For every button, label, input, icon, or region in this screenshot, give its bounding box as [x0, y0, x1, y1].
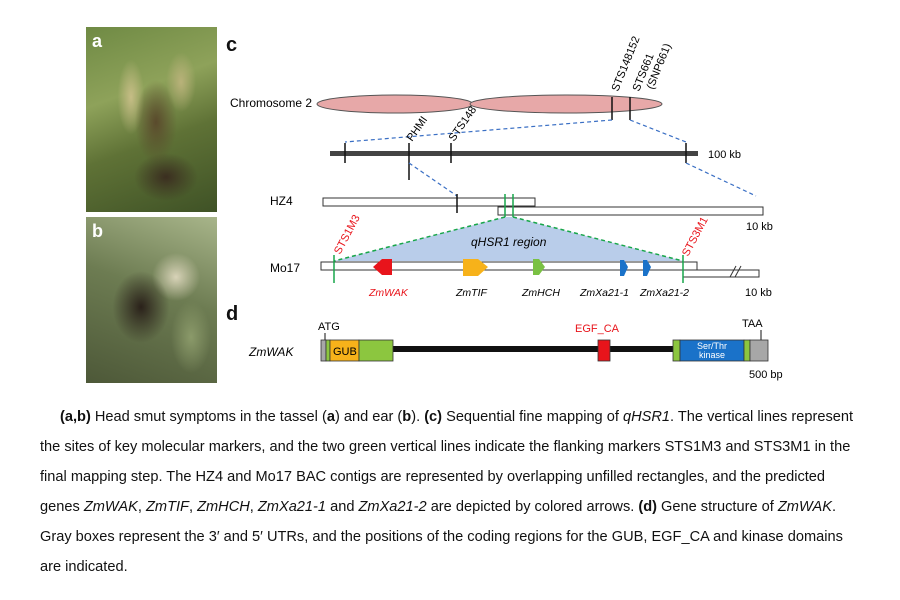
- egf-domain-box: [597, 339, 611, 362]
- zoom-line: [629, 119, 687, 143]
- gub-label: GUB: [333, 346, 357, 358]
- marker-label-phmi: PHMI: [405, 114, 431, 143]
- intron-line: [393, 346, 673, 352]
- egf-label: EGF_CA: [575, 323, 620, 335]
- gene-structure-name: ZmWAK: [248, 345, 294, 359]
- scale-100kb: 100 kb: [708, 149, 741, 161]
- utr-box-3prime: [749, 339, 769, 362]
- flanking-label-sts1m3: STS1M3: [332, 213, 363, 256]
- qhsr1-region-fill: [334, 217, 683, 261]
- flanking-label-sts3m1: STS3M1: [680, 215, 711, 258]
- scale-10kb-mo17: 10 kb: [745, 287, 772, 299]
- kinase-label-line2: kinase: [699, 350, 725, 360]
- tassel-photo: a: [86, 27, 217, 212]
- scale-10kb-hz4: 10 kb: [746, 221, 773, 233]
- exon-box: [743, 339, 751, 362]
- scale-500bp: 500 bp: [749, 369, 783, 381]
- hz4-contig: [322, 197, 764, 216]
- panel-label-a: a: [92, 31, 103, 51]
- zoom-line: [408, 162, 458, 197]
- atg-label: ATG: [318, 321, 340, 333]
- region-boundary: [512, 216, 684, 262]
- gene-arrow-zmtif: [463, 259, 488, 276]
- zoom-line: [685, 162, 757, 197]
- gene-arrow-zmxa21-2: [643, 260, 651, 276]
- gene-arrow-zmhch: [533, 259, 545, 275]
- gene-arrow-zmwak: [373, 259, 392, 275]
- utr-box-5prime: [320, 339, 327, 362]
- figure-caption: (a,b) Head smut symptoms in the tassel (…: [40, 409, 854, 575]
- mo17-contig: [320, 261, 760, 278]
- region-label: qHSR1 region: [471, 235, 547, 249]
- chromosome-label: Chromosome 2: [230, 96, 312, 110]
- chromosome-body: [316, 94, 663, 114]
- gene-label-zmhch: ZmHCH: [521, 287, 560, 299]
- map-100kb-bar: [330, 151, 698, 156]
- zoom-line: [344, 119, 613, 143]
- panel-label-c: c: [226, 34, 238, 56]
- gene-label-zmxa21-1: ZmXa21-1: [579, 287, 629, 299]
- exon-box: [325, 339, 331, 362]
- panel-label-b: b: [92, 221, 103, 241]
- gene-label-zmxa21-2: ZmXa21-2: [639, 287, 689, 299]
- ear-photo: b: [86, 217, 217, 383]
- gene-arrow-zmxa21-1: [620, 260, 628, 276]
- exon-box: [672, 339, 681, 362]
- region-boundary: [333, 216, 506, 262]
- gene-label-zmwak: ZmWAK: [368, 287, 409, 299]
- exon-box: [358, 339, 394, 362]
- panel-label-d: d: [226, 303, 239, 325]
- gene-label-zmtif: ZmTIF: [455, 287, 487, 299]
- taa-label: TAA: [742, 318, 763, 330]
- contig-label-hz4: HZ4: [270, 194, 293, 208]
- mapping-figure: Chromosome 2 STS148152 STS661 (SNP661) P…: [230, 35, 783, 381]
- kinase-label-line1: Ser/Thr: [697, 341, 727, 351]
- contig-label-mo17: Mo17: [270, 261, 300, 275]
